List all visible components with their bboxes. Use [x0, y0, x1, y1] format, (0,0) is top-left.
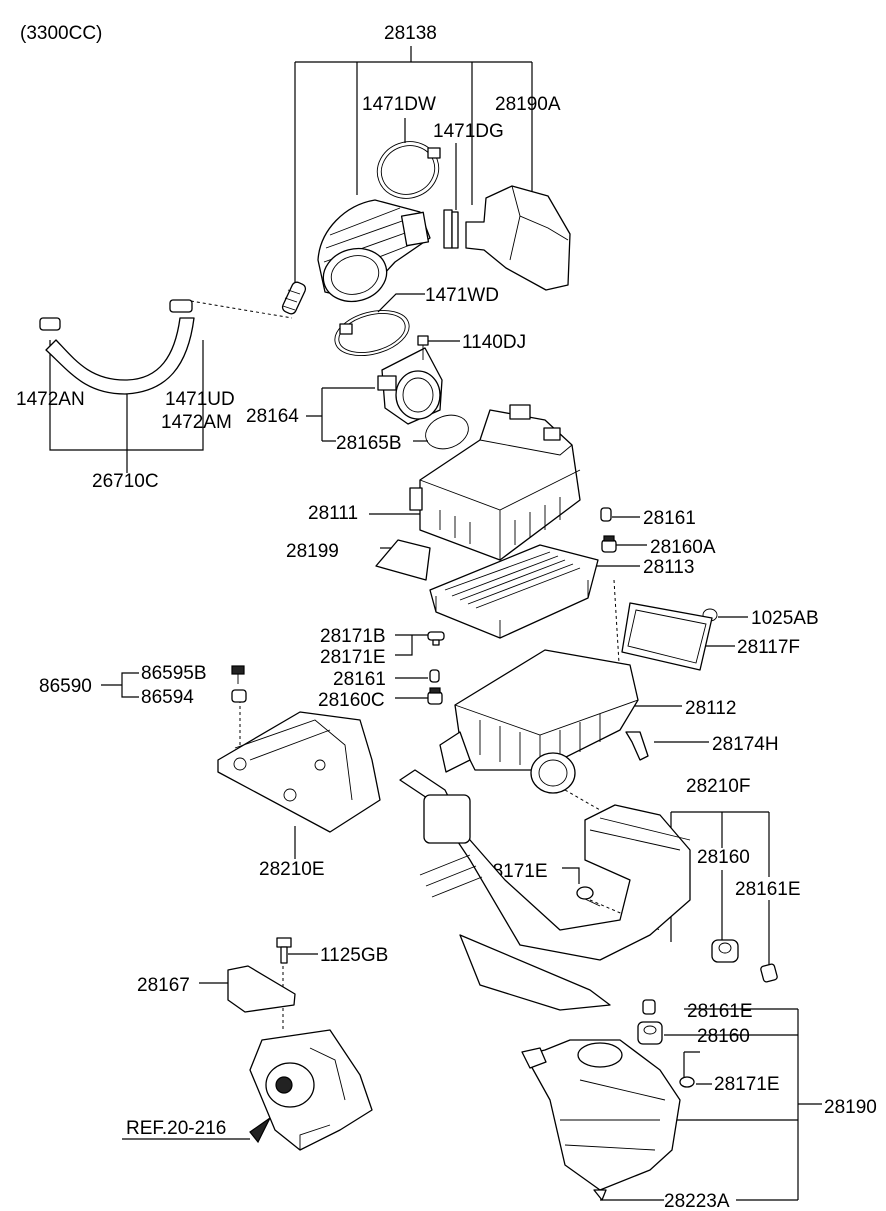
- label-28160C[interactable]: 28160C: [318, 690, 385, 711]
- gasket-28117F: [621, 602, 713, 671]
- engine-mount: [249, 1029, 373, 1151]
- label-28138[interactable]: 28138: [384, 23, 437, 44]
- heat-shield-28210E: [217, 711, 381, 833]
- bracket-28174H: [625, 731, 649, 761]
- label-1471WD[interactable]: 1471WD: [425, 285, 499, 306]
- intake-hose-28138: [317, 199, 431, 303]
- label-28210E[interactable]: 28210E: [259, 859, 325, 880]
- grommet-86594: [231, 689, 247, 703]
- label-28210F[interactable]: 28210F: [686, 776, 750, 797]
- label-28161E-right[interactable]: 28161E: [735, 879, 801, 900]
- label-28161E-bottom[interactable]: 28161E: [687, 1001, 753, 1022]
- label-28165B[interactable]: 28165B: [336, 433, 402, 454]
- clamp-1471DW: [376, 141, 441, 199]
- label-26710C[interactable]: 26710C: [92, 471, 159, 492]
- pin-28161-top: [600, 507, 612, 522]
- bolt-28171E-lower: [576, 886, 601, 907]
- label-28174H[interactable]: 28174H: [712, 734, 779, 755]
- label-28117F[interactable]: 28117F: [737, 637, 800, 658]
- grommet-28160-right: [711, 939, 739, 963]
- leader-lines: [49, 46, 822, 1201]
- gasket-28165B: [425, 414, 469, 450]
- label-86590[interactable]: 86590: [39, 676, 92, 697]
- label-28190A[interactable]: 28190A: [495, 94, 561, 115]
- label-86595B[interactable]: 86595B: [141, 663, 207, 684]
- bolt-86595B: [231, 665, 245, 684]
- variant-label: (3300CC): [20, 23, 102, 44]
- label-sheet-28199: [375, 539, 431, 581]
- reference-label[interactable]: REF.20-216: [126, 1118, 226, 1139]
- air-cleaner-cover-28111: [409, 404, 581, 561]
- air-cleaner-case-28112: [439, 649, 639, 794]
- clamp-1471WD: [334, 310, 410, 356]
- resonator-28190: [521, 1039, 681, 1201]
- label-28167[interactable]: 28167: [137, 975, 190, 996]
- label-28160A[interactable]: 28160A: [650, 537, 716, 558]
- label-28160-right[interactable]: 28160: [697, 847, 750, 868]
- pin-28161-mid: [429, 669, 440, 683]
- bracket-28167: [227, 965, 296, 1013]
- label-28223A[interactable]: 28223A: [664, 1191, 730, 1211]
- label-28190[interactable]: 28190: [824, 1097, 877, 1118]
- label-28161-mid[interactable]: 28161: [333, 669, 386, 690]
- grommet-28160A: [601, 535, 617, 553]
- pin-28161E-right: [760, 963, 778, 983]
- grommet-28160-bottom: [637, 1021, 663, 1045]
- resonator-28190A: [465, 185, 571, 291]
- label-28160-bottom[interactable]: 28160: [697, 1026, 750, 1047]
- label-28113[interactable]: 28113: [643, 557, 694, 578]
- label-1471DW[interactable]: 1471DW: [362, 94, 436, 115]
- bolt-1125GB: [276, 937, 292, 964]
- grommet-28160C: [427, 687, 443, 705]
- label-1140DJ[interactable]: 1140DJ: [462, 332, 526, 353]
- label-1025AB[interactable]: 1025AB: [751, 608, 819, 629]
- label-28171B[interactable]: 28171B: [320, 626, 386, 647]
- bolt-28171E-bottom: [679, 1076, 695, 1088]
- label-1125GB[interactable]: 1125GB: [320, 945, 388, 966]
- hose-fitting: [281, 281, 307, 315]
- air-flow-sensor-28164: [377, 347, 443, 425]
- label-28199[interactable]: 28199: [286, 541, 339, 562]
- intake-duct-28210F: [399, 769, 691, 1011]
- label-28112[interactable]: 28112: [685, 698, 736, 719]
- tube-1471DG: [443, 209, 459, 249]
- label-28111[interactable]: 28111: [308, 503, 358, 524]
- label-1471UD[interactable]: 1471UD: [165, 389, 235, 410]
- label-28164[interactable]: 28164: [246, 406, 299, 427]
- label-86594[interactable]: 86594: [141, 687, 194, 708]
- label-1472AM[interactable]: 1472AM: [161, 412, 232, 433]
- pin-28161E-bottom: [642, 999, 656, 1015]
- bolt-28171B: [427, 631, 445, 646]
- label-1471DG[interactable]: 1471DG: [433, 121, 504, 142]
- bolt-1140DJ: [417, 335, 429, 360]
- label-28171E-mid[interactable]: 28171E: [320, 647, 386, 668]
- breather-hose-26710C: [39, 299, 195, 395]
- label-28171E-bottom[interactable]: 28171E: [714, 1074, 780, 1095]
- label-28161-top[interactable]: 28161: [643, 508, 696, 529]
- filter-element-28113: [429, 544, 599, 639]
